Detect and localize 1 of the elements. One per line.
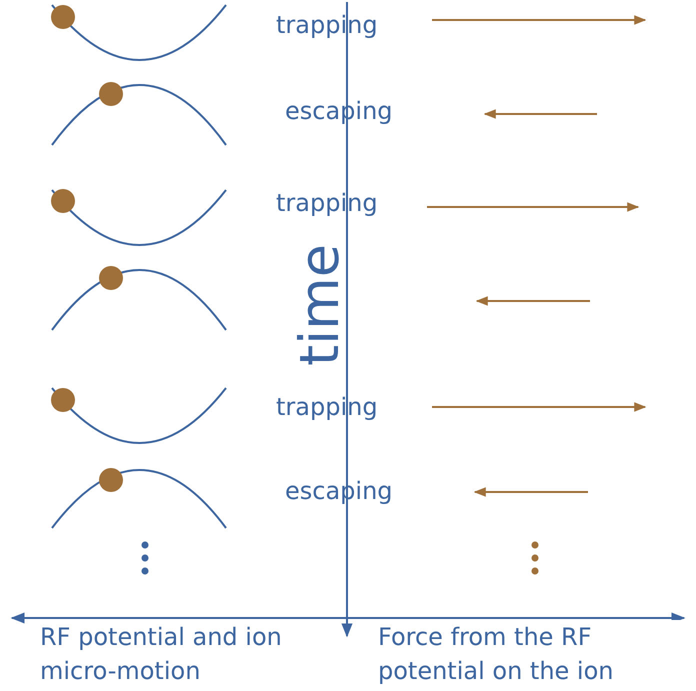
- axis-title: time: [290, 244, 350, 366]
